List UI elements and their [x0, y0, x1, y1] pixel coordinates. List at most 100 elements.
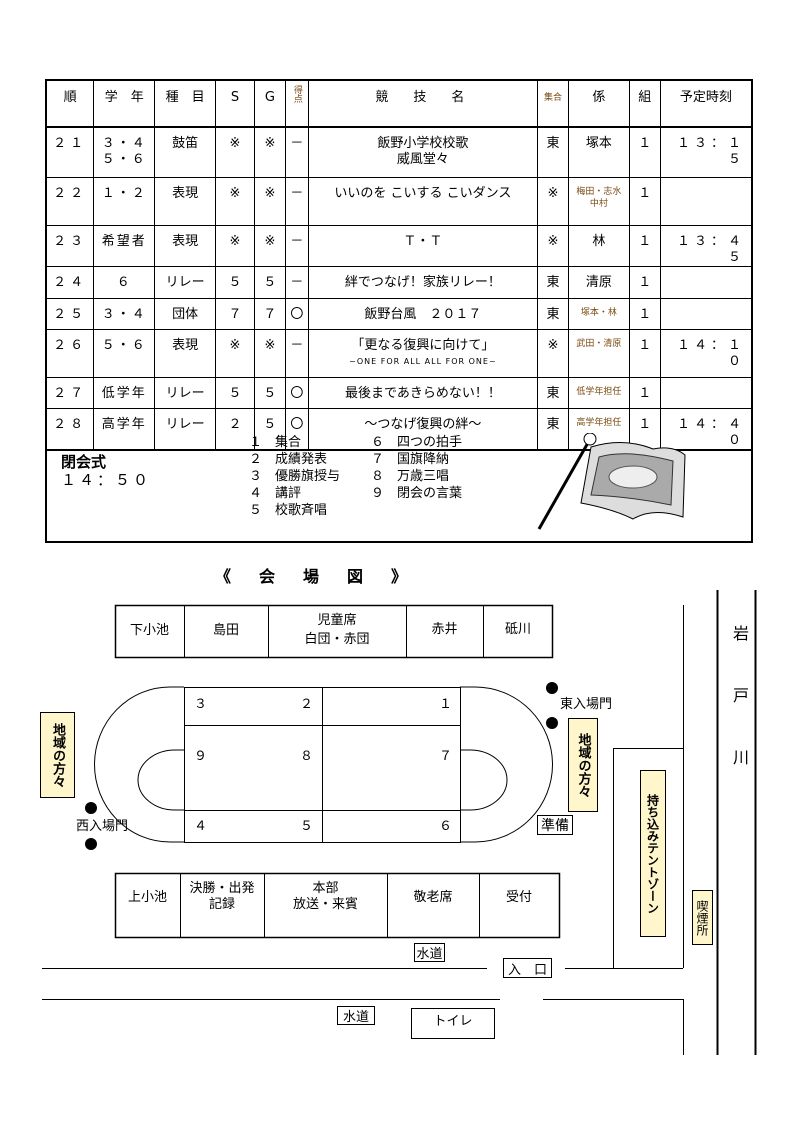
event-name: ～つなげ復興の絆～ — [364, 416, 482, 432]
col-s: S — [215, 79, 255, 128]
col-type: 種 目 — [154, 79, 217, 128]
area-kamikoike: 上小池 — [127, 890, 167, 905]
type-cell: 団体 — [154, 297, 217, 330]
s-value: ２ — [228, 416, 242, 432]
time-cell: １４：１０ — [659, 328, 753, 378]
staff: 武田・清原 — [576, 338, 622, 349]
gather-point: ※ — [547, 337, 559, 353]
group-cell: １ — [628, 265, 661, 299]
prep-area: 準備 — [537, 815, 573, 835]
score-flag: 〇 — [290, 306, 304, 322]
score-flag: － — [290, 274, 304, 290]
group-cell: １ — [628, 297, 661, 330]
col-grade: 学 年 — [93, 79, 156, 128]
area-student-seats: 児童席 — [317, 613, 357, 628]
score-flag: 〇 — [290, 385, 304, 401]
g-value: ※ — [264, 136, 276, 151]
grade: ３・４ ５・６ — [101, 136, 147, 167]
water-tap-1: 水道 — [414, 943, 445, 962]
group: １ — [638, 274, 652, 290]
scheduled-time: １４：４０ — [676, 416, 745, 448]
group: １ — [638, 185, 652, 201]
event-type: 表現 — [172, 337, 199, 353]
area-togawa: 砥川 — [504, 622, 531, 637]
staff: 清原 — [585, 274, 612, 290]
field-7: ７ — [439, 749, 453, 764]
gather-cell: ※ — [537, 328, 569, 378]
field-4: ４ — [194, 819, 208, 834]
grade: ６ — [116, 274, 132, 290]
scheduled-time: １４：１０ — [676, 337, 745, 369]
gather-point: 東 — [546, 274, 560, 290]
event-name-cell: 最後まであきらめない！！ — [307, 376, 539, 409]
event-name: 飯野台風 ２０１７ — [364, 306, 482, 322]
grade-cell: ３・４ ５・６ — [93, 126, 156, 178]
event-type: 団体 — [172, 306, 199, 322]
group-cell: １ — [628, 224, 661, 267]
order-number: ２１ — [53, 136, 88, 151]
group: １ — [638, 306, 652, 322]
gather-point: 東 — [546, 306, 560, 322]
event-type: リレー — [165, 416, 205, 432]
group-cell: １ — [628, 126, 661, 178]
closing-program-item: ２ 成績発表 — [249, 452, 328, 467]
east-gate-marker — [546, 682, 558, 694]
river-label: 岩戸川 — [730, 625, 749, 811]
toilet: トイレ — [411, 1008, 495, 1039]
event-name-cell: 飯野台風 ２０１７ — [307, 297, 539, 330]
event-name-cell: 絆でつなげ！家族リレー！ — [307, 265, 539, 299]
type-cell: 表現 — [154, 328, 217, 378]
staff-cell: 武田・清原 — [567, 328, 630, 378]
community-seats-right: 地域の方々 — [568, 718, 598, 812]
score-flag: － — [290, 233, 304, 249]
s-cell: ５ — [215, 376, 255, 409]
g-value: ５ — [263, 416, 277, 432]
grade-cell: ６ — [93, 265, 156, 299]
grade-cell: ３・４ — [93, 297, 156, 330]
scheduled-time: １３：１５ — [676, 136, 745, 167]
type-cell: リレー — [154, 407, 217, 450]
gather-cell: ※ — [537, 176, 569, 226]
gather-point: ※ — [547, 185, 559, 201]
time-cell — [659, 376, 753, 409]
event-name: 飯野小学校校歌 — [377, 136, 469, 151]
closing-program-item: ５ 校歌斉唱 — [249, 503, 328, 518]
group: １ — [638, 416, 652, 432]
time-cell: １３：１５ — [659, 126, 753, 178]
col-staff: 係 — [567, 79, 630, 128]
group-cell: １ — [628, 376, 661, 409]
event-name-cell: いいのを こいする こいダンス — [307, 176, 539, 226]
col-gather: 集合 — [537, 79, 569, 128]
event-type: 表現 — [172, 233, 199, 249]
closing-program-item: ３ 優勝旗授与 — [249, 469, 341, 484]
staff: 塚本 — [585, 136, 612, 151]
g-cell: ※ — [253, 328, 286, 378]
s-cell: ※ — [215, 224, 255, 267]
area-headquarters: 本部 — [312, 881, 339, 896]
east-gate-marker — [546, 717, 558, 729]
order-number: ２４ — [53, 274, 88, 290]
staff-cell: 林 — [567, 224, 630, 267]
score-flag: － — [290, 185, 304, 201]
gather-cell: 東 — [537, 407, 569, 450]
group-cell: １ — [628, 407, 661, 450]
order-number: ２８ — [53, 416, 88, 432]
gather-point: 東 — [546, 136, 560, 151]
g-value: ※ — [264, 337, 276, 353]
g-cell: ※ — [253, 126, 286, 178]
s-value: ７ — [228, 306, 242, 322]
group: １ — [638, 337, 652, 353]
s-value: ５ — [228, 274, 242, 290]
event-name-cell: 飯野小学校校歌威風堂々 — [307, 126, 539, 178]
staff: 梅田・志水 — [576, 186, 622, 197]
s-cell: ２ — [215, 407, 255, 450]
gather-point: ※ — [547, 233, 559, 249]
event-type: 表現 — [172, 185, 199, 201]
field-5: ５ — [300, 819, 314, 834]
